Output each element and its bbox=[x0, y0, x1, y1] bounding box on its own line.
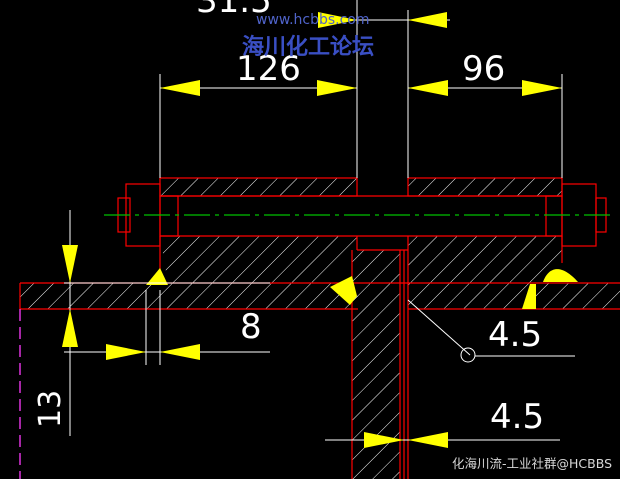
left-shell-plate bbox=[20, 283, 358, 309]
left-fillet-weld bbox=[146, 268, 168, 285]
arrow-bottom-left bbox=[364, 432, 404, 448]
dim-bottom-gap: 4.5 bbox=[490, 397, 544, 437]
right-washer bbox=[545, 195, 563, 237]
dim-top-cut: 31.5 bbox=[196, 0, 272, 21]
watermark-footer: 化海川流-工业社群@HCBBS bbox=[452, 456, 612, 471]
arrow-vert-bottom bbox=[62, 309, 78, 347]
dim-13: 13 bbox=[33, 390, 68, 428]
arrow-126-right bbox=[317, 80, 357, 96]
leader-line bbox=[407, 299, 471, 356]
nozzle-left-weld bbox=[330, 276, 357, 305]
welds bbox=[146, 268, 578, 309]
leader-circle bbox=[460, 347, 476, 363]
right-flange-top-section bbox=[408, 178, 562, 196]
arrow-126-left bbox=[160, 80, 200, 96]
arrow-vert-top bbox=[62, 245, 78, 283]
right-shell-weld bbox=[522, 284, 536, 309]
left-ring-section bbox=[160, 236, 357, 283]
arrow-96-right bbox=[522, 80, 562, 96]
right-shell-plate bbox=[408, 283, 620, 309]
dim-8: 8 bbox=[240, 307, 262, 347]
arrow-bottom-right bbox=[408, 432, 448, 448]
left-washer bbox=[159, 195, 179, 237]
watermark-url: www.hcbbs.com bbox=[256, 12, 370, 28]
dim-weld-leg: 4.5 bbox=[488, 315, 542, 355]
dim-126: 126 bbox=[236, 49, 301, 89]
dim-96: 96 bbox=[462, 49, 505, 89]
arrow-96-left bbox=[408, 80, 448, 96]
arrow-top-left bbox=[318, 12, 357, 28]
right-fillet-weld bbox=[543, 269, 578, 282]
dimension-arrows bbox=[62, 12, 562, 448]
watermark-forum-title: 海川化工论坛 bbox=[242, 34, 374, 60]
arrow-top-right bbox=[408, 12, 447, 28]
arrow-8-left bbox=[106, 344, 146, 360]
arrow-8-right bbox=[160, 344, 200, 360]
right-ring-section bbox=[408, 236, 562, 283]
left-flange-top-section bbox=[160, 178, 357, 196]
hatched-sections bbox=[20, 178, 620, 479]
